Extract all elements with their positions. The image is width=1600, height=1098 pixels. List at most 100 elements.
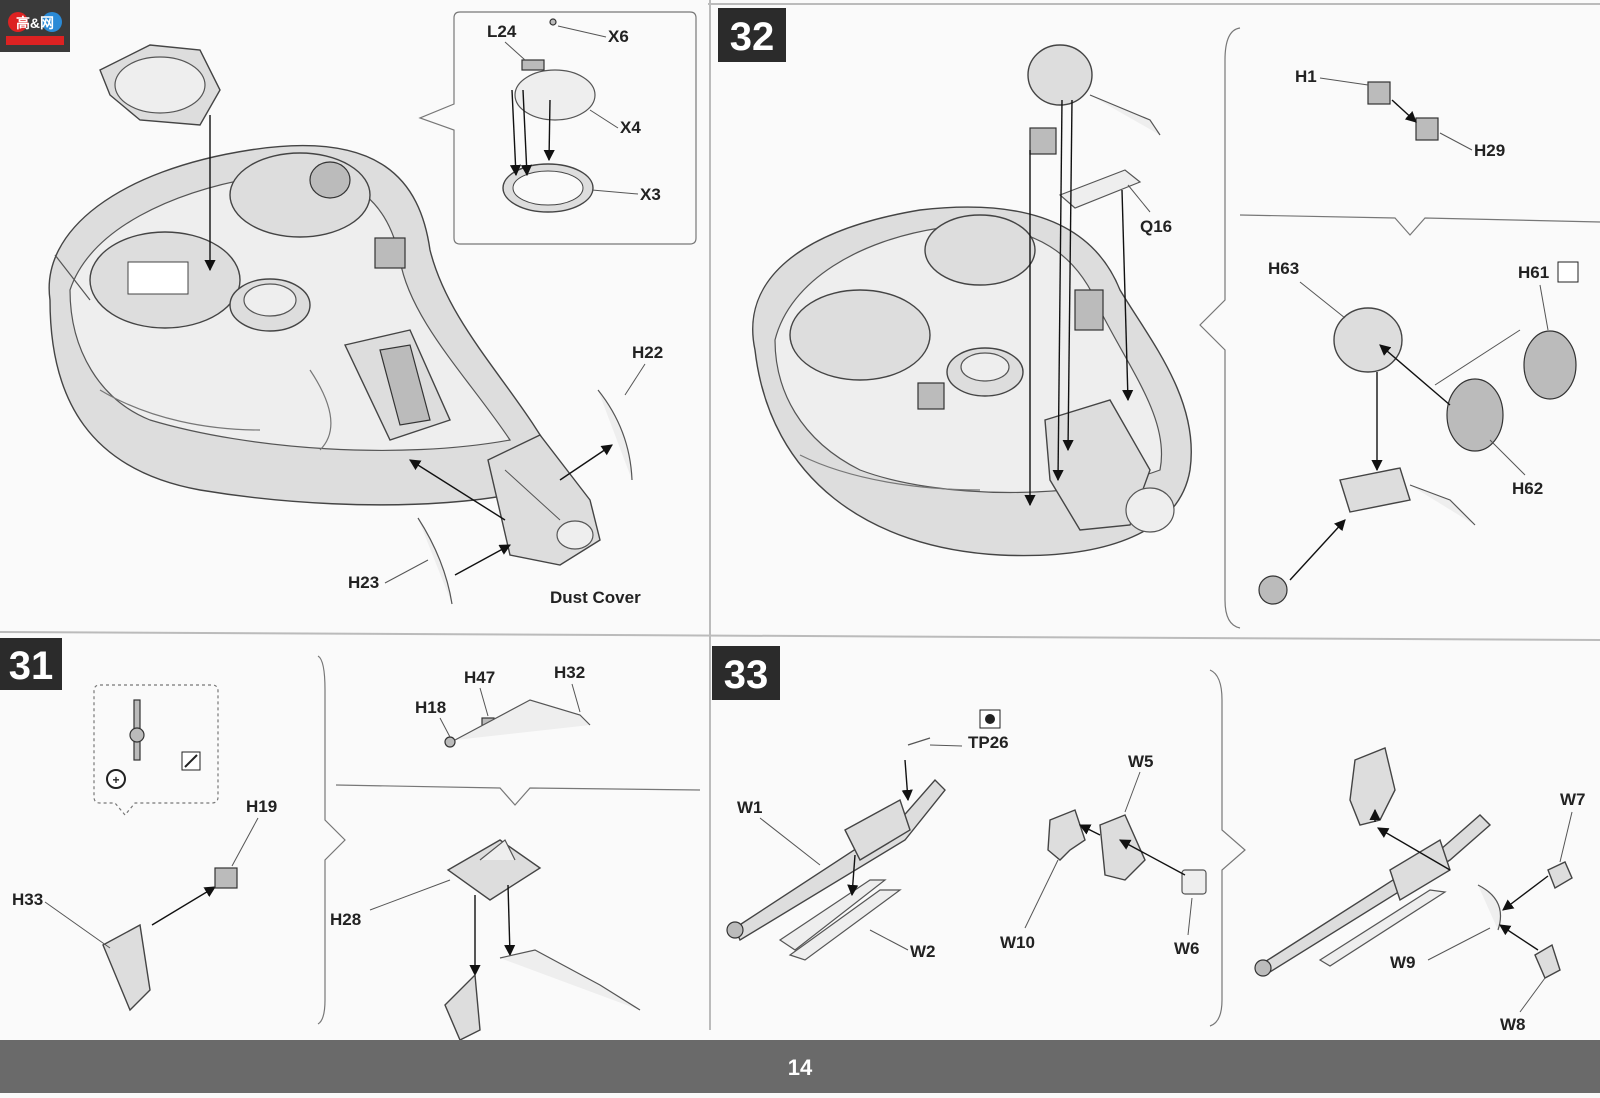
- parts-h1-h29: [1367, 81, 1439, 141]
- svg-text:X4: X4: [620, 118, 641, 137]
- svg-text:X6: X6: [608, 27, 629, 46]
- assembly-arrow: [1121, 189, 1134, 402]
- periscope-subassembly: [1258, 307, 1577, 605]
- svg-text:TP26: TP26: [968, 733, 1009, 752]
- label-tp26: TP26: [907, 709, 1009, 752]
- label-h32: H32: [554, 663, 585, 713]
- assembly-arrow: [1052, 99, 1064, 482]
- label-h61: H61: [1518, 261, 1579, 331]
- svg-text:W5: W5: [1128, 752, 1154, 771]
- svg-text:H62: H62: [1512, 479, 1543, 498]
- svg-text:W9: W9: [1390, 953, 1416, 972]
- label-w8: W8: [1500, 977, 1546, 1034]
- svg-text:+: +: [112, 773, 119, 787]
- label-w6: W6: [1174, 897, 1200, 958]
- step-badge-32: 32: [718, 8, 786, 62]
- dust-cover-part: [487, 434, 601, 566]
- label-dust-cover: Dust Cover: [550, 588, 641, 607]
- svg-text:H61: H61: [1518, 263, 1549, 282]
- subgroup-divider: [1239, 214, 1600, 236]
- label-w5: W5: [1124, 752, 1154, 813]
- turret-assembly-step32: [752, 206, 1192, 557]
- mount-parts-w5-w6-w10: [1047, 809, 1207, 895]
- plate-q16: [1058, 169, 1142, 209]
- svg-text:W8: W8: [1500, 1015, 1526, 1034]
- plate-h33: [102, 867, 238, 1012]
- label-h22: H22: [624, 343, 663, 396]
- label-h18: H18: [415, 698, 451, 738]
- svg-text:H32: H32: [554, 663, 585, 682]
- svg-text:H28: H28: [330, 910, 361, 929]
- svg-text:H22: H22: [632, 343, 663, 362]
- label-l24: L24: [487, 22, 526, 61]
- label-h63: H63: [1268, 259, 1346, 319]
- step-number: 32: [730, 15, 775, 59]
- logo-text: 高&网: [16, 15, 54, 31]
- periscope-part: [1027, 44, 1161, 155]
- step-number: 31: [9, 644, 54, 688]
- label-w10: W10: [1000, 859, 1059, 952]
- zoom-inset: +: [93, 684, 219, 816]
- assembly-arrow: [1062, 99, 1074, 452]
- label-q16: Q16: [1127, 184, 1172, 236]
- label-h1: H1: [1295, 67, 1369, 86]
- handle-h18-h47-h32: [444, 699, 591, 748]
- group-bracket: [317, 655, 346, 1025]
- assembly-arrow: [559, 444, 613, 481]
- mg-assembly-left: [726, 759, 946, 961]
- label-w1: W1: [737, 798, 821, 866]
- label-h47: H47: [464, 668, 495, 717]
- label-x6: X6: [557, 25, 629, 46]
- label-h23: H23: [348, 559, 429, 592]
- svg-text:Dust Cover: Dust Cover: [550, 588, 641, 607]
- svg-text:H33: H33: [12, 890, 43, 909]
- rod-h22: [597, 389, 633, 481]
- assembly-arrow: [454, 544, 511, 576]
- step-badge-31: 31: [0, 638, 62, 690]
- svg-text:W6: W6: [1174, 939, 1200, 958]
- label-w7: W7: [1559, 790, 1586, 863]
- svg-text:W2: W2: [910, 942, 936, 961]
- label-h33: H33: [12, 890, 111, 949]
- rod-h23: [417, 517, 453, 605]
- page-number: 14: [788, 1055, 813, 1080]
- subgroup-divider: [335, 784, 701, 806]
- label-w9: W9: [1390, 927, 1491, 972]
- step-number: 33: [724, 653, 769, 697]
- mount-h28: [444, 839, 641, 1041]
- label-h62: H62: [1489, 439, 1543, 498]
- hatch-lid-part: [99, 44, 221, 126]
- page-footer: 14: [0, 1040, 1600, 1093]
- mg-assembly-right: [1254, 747, 1573, 979]
- watermark-logo: 高&网: [0, 0, 70, 52]
- horizontal-divider: [0, 631, 1600, 641]
- label-h28: H28: [330, 879, 451, 929]
- svg-text:H18: H18: [415, 698, 446, 717]
- svg-text:H23: H23: [348, 573, 379, 592]
- svg-text:H29: H29: [1474, 141, 1505, 160]
- svg-text:X3: X3: [640, 185, 661, 204]
- label-x3: X3: [591, 185, 661, 204]
- svg-text:L24: L24: [487, 22, 517, 41]
- label-h19: H19: [231, 797, 277, 867]
- step-badge-33: 33: [712, 646, 780, 700]
- turret-assembly-left: [48, 144, 561, 506]
- group-bracket: [1209, 669, 1246, 1027]
- label-w2: W2: [869, 929, 936, 961]
- assembly-arrow: [409, 459, 506, 521]
- label-x4: X4: [589, 109, 641, 137]
- svg-text:H47: H47: [464, 668, 495, 687]
- svg-text:W1: W1: [737, 798, 763, 817]
- zoom-icon: [106, 769, 126, 789]
- inset-detail-box: [418, 11, 697, 245]
- svg-text:H19: H19: [246, 797, 277, 816]
- label-h29: H29: [1439, 132, 1505, 160]
- svg-text:Q16: Q16: [1140, 217, 1172, 236]
- svg-text:W7: W7: [1560, 790, 1586, 809]
- svg-text:H1: H1: [1295, 67, 1317, 86]
- svg-text:H63: H63: [1268, 259, 1299, 278]
- group-bracket: [1199, 27, 1241, 629]
- svg-text:W10: W10: [1000, 933, 1035, 952]
